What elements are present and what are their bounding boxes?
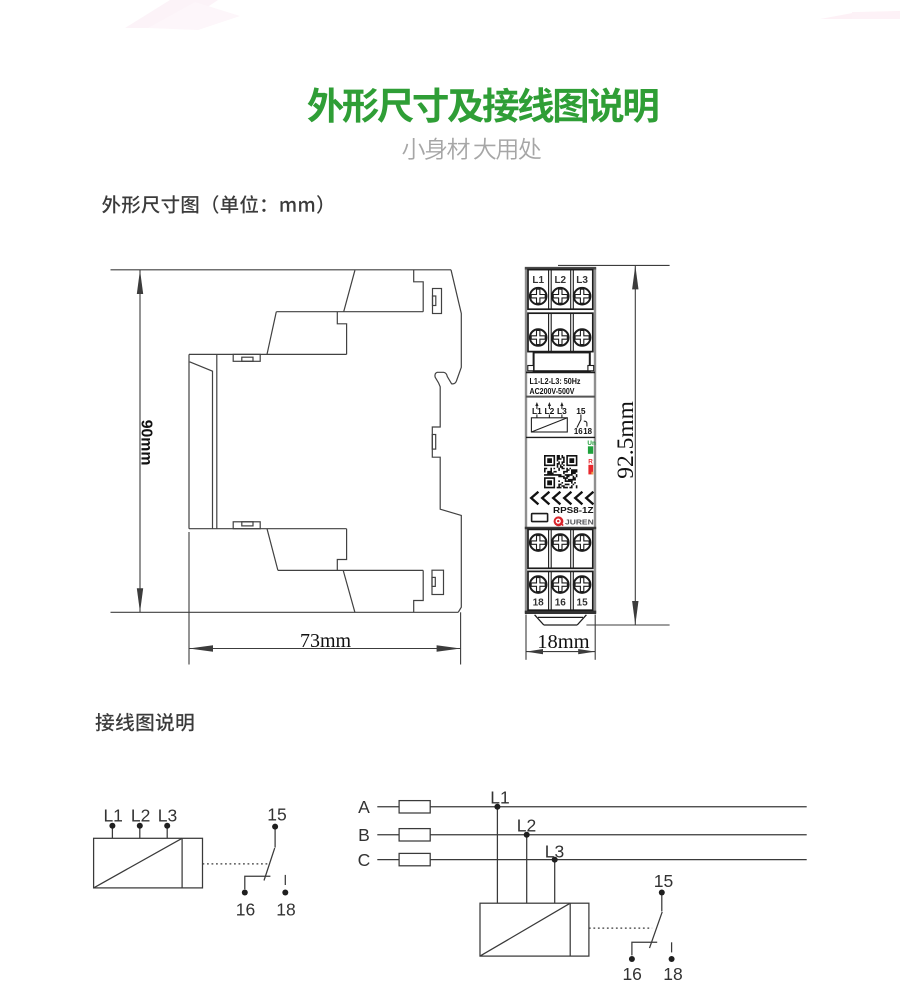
svg-text:L2: L2 xyxy=(131,806,150,826)
svg-text:18: 18 xyxy=(276,900,295,920)
svg-text:16: 16 xyxy=(555,597,567,608)
svg-text:16: 16 xyxy=(236,900,255,920)
svg-text:18mm: 18mm xyxy=(537,631,589,653)
svg-text:15: 15 xyxy=(577,597,589,608)
svg-text:73mm: 73mm xyxy=(300,630,352,652)
svg-text:L1: L1 xyxy=(532,406,542,416)
svg-text:L1: L1 xyxy=(490,788,509,808)
svg-text:92.5mm: 92.5mm xyxy=(613,401,639,479)
svg-text:L1: L1 xyxy=(103,806,122,826)
svg-text:C: C xyxy=(358,850,371,870)
svg-text:L2: L2 xyxy=(545,406,555,416)
svg-text:90mm: 90mm xyxy=(138,420,155,466)
svg-text:JUREN: JUREN xyxy=(565,518,594,527)
svg-text:L3: L3 xyxy=(158,806,177,826)
svg-text:L3: L3 xyxy=(576,275,588,286)
svg-text:15: 15 xyxy=(267,805,286,825)
svg-text:18: 18 xyxy=(533,597,545,608)
svg-text:15: 15 xyxy=(654,871,673,891)
svg-text:B: B xyxy=(358,825,370,845)
svg-text:L2: L2 xyxy=(554,275,566,286)
svg-text:15: 15 xyxy=(576,406,586,416)
svg-text:16: 16 xyxy=(574,427,583,436)
svg-text:A: A xyxy=(358,797,370,817)
svg-text:R: R xyxy=(588,459,593,466)
svg-text:16: 16 xyxy=(622,964,641,984)
svg-text:L3: L3 xyxy=(545,842,564,862)
svg-text:L2: L2 xyxy=(517,816,536,836)
svg-text:L3: L3 xyxy=(557,406,567,416)
svg-text:18: 18 xyxy=(663,964,682,984)
svg-text:Un: Un xyxy=(587,440,596,447)
svg-text:L1: L1 xyxy=(532,275,544,286)
svg-text:18: 18 xyxy=(583,427,592,436)
svg-text:L1-L2-L3: 50Hz: L1-L2-L3: 50Hz xyxy=(530,376,581,386)
svg-text:RPS8-1Z: RPS8-1Z xyxy=(553,505,594,515)
svg-text:AC200V-500V: AC200V-500V xyxy=(530,386,575,396)
